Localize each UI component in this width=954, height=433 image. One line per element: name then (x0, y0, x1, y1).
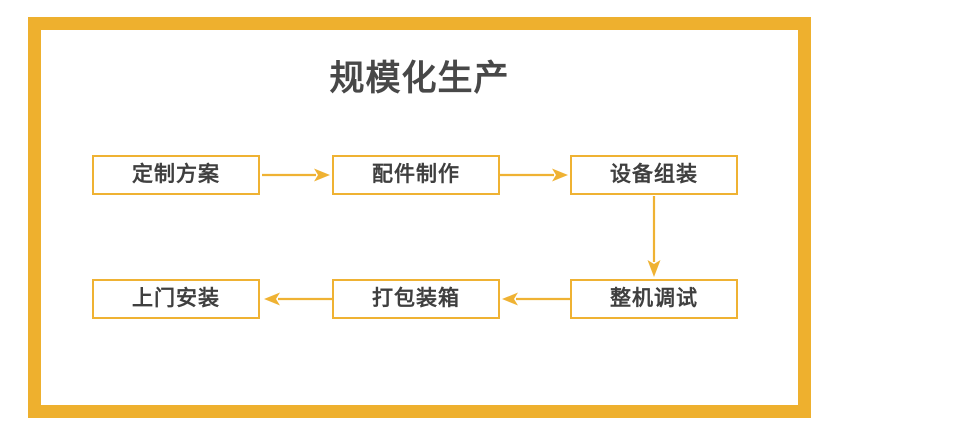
arrow-right-icon-1 (262, 165, 332, 185)
flow-step-box-1[interactable]: 定制方案 (92, 155, 260, 195)
flow-step-label-3: 设备组装 (610, 163, 698, 186)
flow-step-label-2: 配件制作 (372, 163, 460, 186)
flow-step-box-4[interactable]: 整机调试 (570, 279, 738, 319)
arrow-left-icon-1 (500, 289, 570, 309)
outer-frame-border (28, 17, 811, 418)
flow-step-label-1: 定制方案 (132, 163, 220, 186)
arrow-down-icon-1 (632, 196, 676, 279)
flow-step-box-3[interactable]: 设备组装 (570, 155, 738, 195)
arrow-right-icon-2 (500, 165, 570, 185)
flow-step-label-5: 打包装箱 (372, 287, 460, 310)
arrow-left-icon-2 (262, 289, 332, 309)
page-title: 规模化生产 (329, 59, 510, 98)
flow-step-box-5[interactable]: 打包装箱 (332, 279, 500, 319)
flow-step-box-2[interactable]: 配件制作 (332, 155, 500, 195)
flow-step-label-4: 整机调试 (610, 287, 698, 310)
flow-step-label-6: 上门安装 (132, 287, 220, 310)
flow-step-box-6[interactable]: 上门安装 (92, 279, 260, 319)
